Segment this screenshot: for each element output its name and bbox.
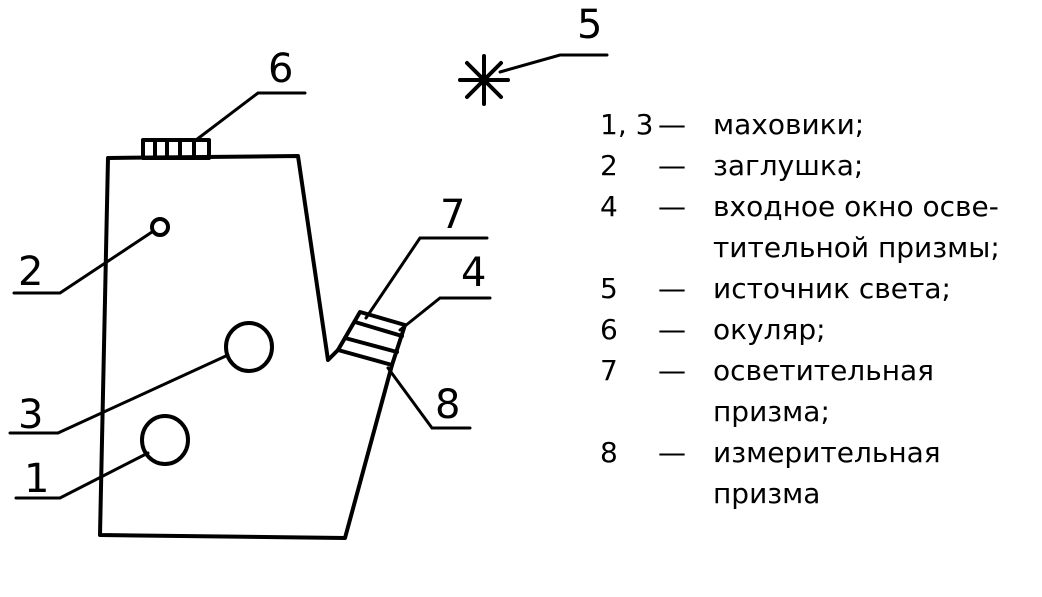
legend-item: 2 — заглушка; [600,145,1035,186]
legend-item: 7 — осветительная призма; [600,350,1035,432]
legend-desc: входное окно осве- тительной призмы; [713,190,1000,264]
instrument-body [98,154,394,540]
callout-1: 1 [24,456,49,502]
legend-dash: — [658,436,686,469]
handwheel-1 [140,414,190,466]
callout-5: 5 [577,2,602,48]
legend-num: 6 [600,313,618,346]
legend-num: 1, 3 [600,108,654,141]
legend-desc: заглушка; [713,149,864,182]
legend-item: 5 — источник света; [600,268,1035,309]
leader-4 [398,296,492,332]
legend-dash: — [658,190,686,223]
prism-block [336,310,407,367]
callout-7: 7 [440,192,465,238]
plug [150,217,170,237]
callout-6: 6 [268,46,293,92]
legend-item: 1, 3 — маховики; [600,104,1035,145]
legend-num: 8 [600,436,618,469]
legend-num: 4 [600,190,618,223]
illuminating-prism-line [353,320,404,338]
legend-dash: — [658,149,686,182]
legend-desc: маховики; [713,108,865,141]
leader-8 [386,366,472,430]
leader-5 [498,53,609,74]
legend-dash: — [658,313,686,346]
legend-dash: — [658,272,686,305]
legend: 1, 3 — маховики; 2 — заглушка; 4 — входн… [600,104,1035,514]
legend-item: 6 — окуляр; [600,309,1035,350]
legend-desc: окуляр; [713,313,826,346]
legend-item: 8 — измерительная призма [600,432,1035,514]
legend-dash: — [658,354,686,387]
leader-7 [364,236,489,320]
handwheel-3 [224,321,274,373]
legend-desc: измерительная призма [713,436,941,510]
light-source-icon [458,54,510,106]
legend-num: 5 [600,272,618,305]
legend-item: 4 — входное окно осве- тительной призмы; [600,186,1035,268]
leader-1 [14,451,150,500]
callout-4: 4 [461,250,486,296]
leader-3 [8,353,230,435]
legend-dash: — [658,108,686,141]
eyepiece [141,138,211,160]
legend-num: 2 [600,149,618,182]
callout-8: 8 [435,382,460,428]
leader-6 [194,91,307,142]
leader-2 [12,230,154,295]
legend-num: 7 [600,354,618,387]
legend-desc: источник света; [713,272,951,305]
callout-2: 2 [18,249,43,295]
measuring-prism-line [343,336,399,354]
callout-3: 3 [18,392,43,438]
legend-desc: осветительная призма; [713,354,935,428]
